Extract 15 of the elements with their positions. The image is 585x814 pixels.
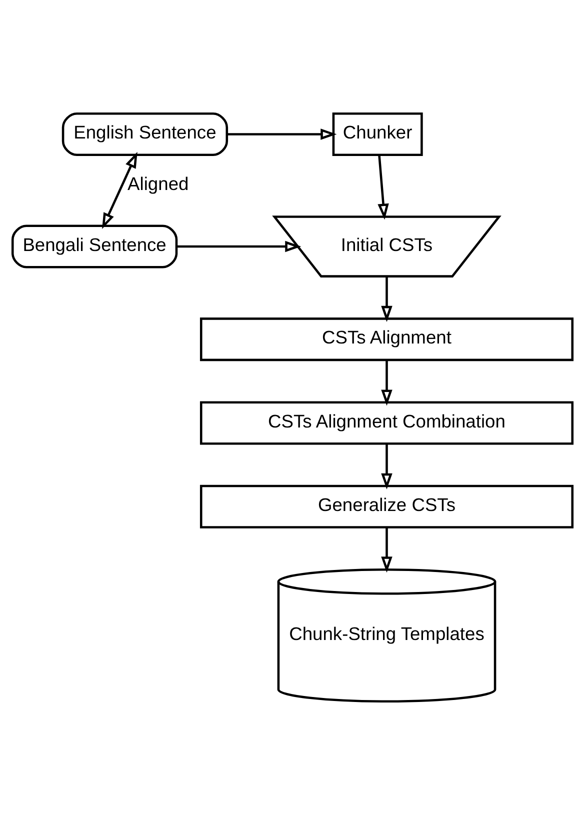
arrow [381, 527, 392, 572]
node-box: Generalize CSTs [200, 484, 574, 528]
arrow [381, 360, 392, 406]
arrow [381, 276, 392, 322]
node-box: CSTs Alignment [200, 317, 574, 361]
arrow [102, 151, 138, 229]
arrow [176, 240, 302, 252]
node-box: CSTs Alignment Combination [200, 400, 574, 444]
node-box: Bengali Sentence [11, 224, 178, 268]
arrow [227, 128, 337, 140]
node-box: English Sentence [62, 112, 228, 156]
arrow [381, 443, 392, 489]
edge-label: Aligned [128, 172, 189, 194]
arrow [378, 154, 389, 220]
node-box: Chunker [332, 112, 423, 156]
